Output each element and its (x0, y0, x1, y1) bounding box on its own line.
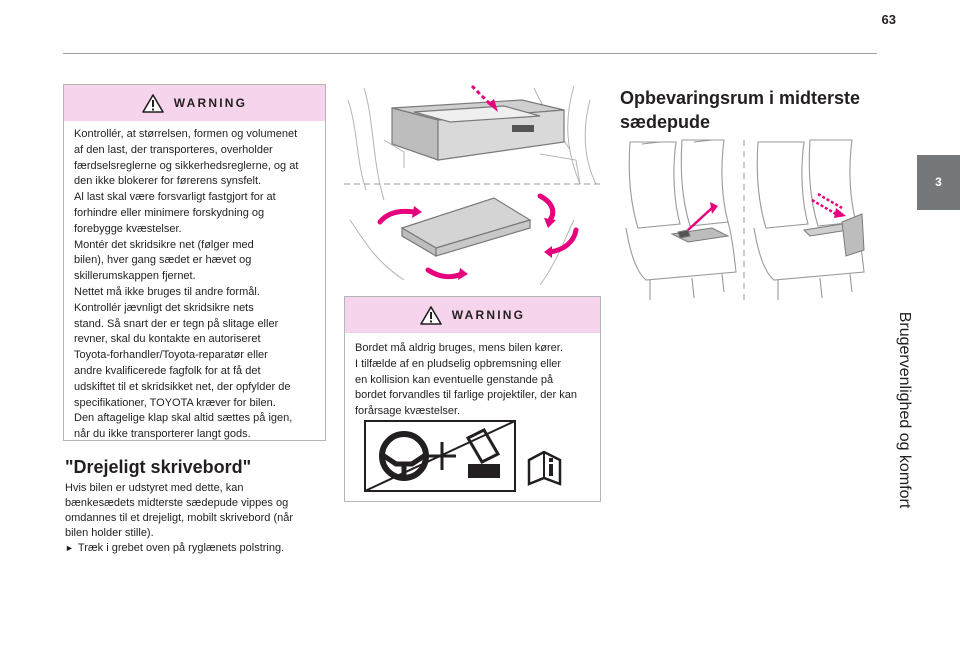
warning-line: udskiftet til et skridsikket net, der op… (74, 380, 291, 393)
desk-line: bilen holder stille). (65, 527, 154, 539)
warning-line: færdselsreglerne og sikkerhedsreglerne, … (74, 159, 299, 172)
warning-line: revner, skal du kontakte en autoriseret (74, 333, 261, 346)
warning-line: når du ikke transporterer langt gods. (74, 428, 251, 441)
warning-line: stand. Så snart der er tegn på slitage e… (74, 317, 279, 330)
warning-triangle-icon (419, 305, 442, 325)
desk-line: bænkesædets midterste sædepude vippes og (65, 497, 289, 509)
warning-line: andre kvalificerede fagfolk for at få de… (74, 364, 261, 377)
warning-line: en kollision kan eventuelle genstande på (355, 373, 554, 386)
warning-label: WARNING (173, 96, 248, 110)
swivel-desk-illustration (344, 84, 600, 286)
warning-header: WARNING (345, 297, 600, 333)
steering-wheel-icon (379, 431, 429, 481)
warning-box-load: WARNING Kontrollér, at størrelsen, forme… (63, 84, 326, 441)
bullet-arrow-icon: ► (65, 543, 74, 553)
storage-heading: Opbevaringsrum i midterste sædepude (620, 86, 880, 134)
plus-icon (428, 442, 456, 470)
seat-icon (465, 428, 501, 478)
chapter-tab[interactable]: 3 (917, 155, 960, 210)
desk-body: Hvis bilen er udstyret med dette, kan bæ… (65, 481, 330, 556)
warning-label: WARNING (451, 308, 526, 322)
warning-line: specifikationer, TOYOTA kræver for bilen… (74, 396, 276, 409)
usage-restriction-icons (364, 420, 562, 492)
warning-line: forårsage kvæstelser. (355, 405, 461, 418)
warning-line: Kontrollér jævnligt det skridsikre nets (74, 301, 254, 314)
warning-line: Nettet må ikke bruges til andre formål. (74, 285, 260, 298)
desk-heading: "Drejeligt skrivebord" (65, 457, 252, 477)
warning-line: Al last skal være forsvarligt fastgjort … (74, 191, 276, 204)
desk-line: Hvis bilen er udstyret med dette, kan (65, 482, 244, 494)
bullet-text: Træk i grebet oven på ryglænets polstrin… (77, 542, 285, 554)
manual-info-icon (527, 450, 562, 486)
warning-line: forhindre eller minimere forskydning og (74, 206, 265, 219)
warning-header: WARNING (64, 85, 325, 121)
warning-triangle-icon (141, 93, 164, 113)
warning-line: forebygge kvæstelser. (74, 222, 182, 235)
desk-bullet: ►Træk i grebet oven på ryglænets polstri… (65, 541, 330, 556)
warning-line: af den last, der transporteres, overhold… (74, 143, 273, 156)
warning-line: bordet forvandles til farlige projektile… (355, 389, 577, 402)
warning-line: I tilfælde af en pludselig opbremsning e… (355, 357, 562, 370)
warning-line: bilen), hver gang sædet er hævet og (74, 254, 252, 267)
warning-line: skillerumskappen fjernet. (74, 270, 196, 283)
warning-line: Bordet må aldrig bruges, mens bilen køre… (355, 342, 563, 354)
warning-body: Kontrollér, at størrelsen, formen og vol… (64, 121, 325, 449)
seat-storage-illustration (625, 139, 865, 300)
storage-heading-line: sædepude (620, 112, 711, 132)
chapter-title-text: Brugervenlighed og komfort (896, 311, 913, 509)
warning-line: Toyota-forhandler/Toyota-reparatør eller (74, 349, 268, 362)
warning-line: den ikke blokerer for førerens synsfelt. (74, 175, 262, 188)
desk-line: omdannes til et drejeligt, mobilt skrive… (65, 512, 294, 524)
warning-line: Kontrollér, at størrelsen, formen og vol… (74, 128, 298, 140)
storage-heading-line: Opbevaringsrum i midterste (620, 88, 861, 108)
header-rule (63, 53, 877, 54)
warning-line: Montér det skridsikre net (følger med (74, 238, 254, 251)
warning-body: Bordet må aldrig bruges, mens bilen køre… (345, 333, 600, 426)
warning-line: Den aftagelige klap skal altid sættes på… (74, 412, 293, 425)
page-number: 63 (881, 12, 896, 27)
